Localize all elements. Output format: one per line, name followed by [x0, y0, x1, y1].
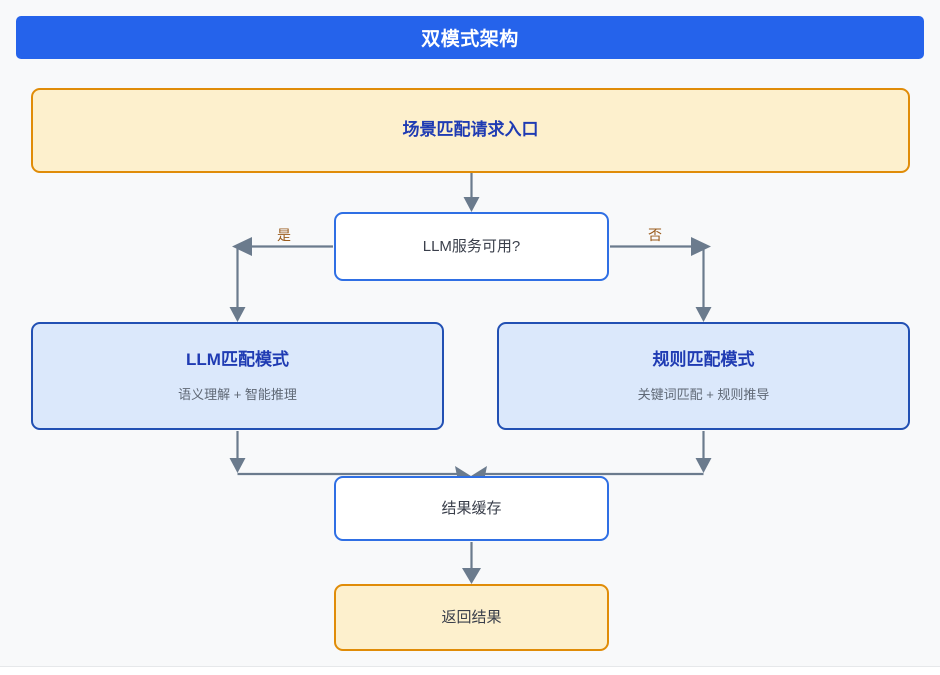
- node-rule-matching-mode[interactable]: 规则匹配模式 关键词匹配 + 规则推导: [497, 322, 910, 430]
- node-entry-point[interactable]: 场景匹配请求入口: [31, 88, 910, 173]
- node-rule-matching-mode-subtitle: 关键词匹配 + 规则推导: [637, 386, 770, 402]
- node-return-result[interactable]: 返回结果: [334, 584, 609, 651]
- diagram-title-bar: 双模式架构: [16, 16, 924, 59]
- node-llm-matching-mode-subtitle: 语义理解 + 智能推理: [178, 386, 297, 402]
- node-decision-llm-available-label: LLM服务可用?: [422, 237, 521, 255]
- node-return-result-label: 返回结果: [441, 608, 502, 626]
- edge-rule-mode-down-arrowhead: [695, 458, 712, 473]
- node-llm-matching-mode[interactable]: LLM匹配模式 语义理解 + 智能推理: [31, 322, 444, 430]
- edge-llm-mode-down-arrowhead: [229, 458, 246, 473]
- edge-yes-to-llm-mode-arrowhead: [229, 307, 246, 322]
- node-result-cache[interactable]: 结果缓存: [334, 476, 609, 541]
- edge-entry-to-decision-arrowhead: [463, 197, 480, 212]
- edge-cache-to-result-arrowhead: [462, 568, 481, 584]
- edge-no-to-rule-mode-arrowhead: [695, 307, 712, 322]
- edge-rule-mode-to-cache-arrowhead: [471, 466, 487, 476]
- edge-label-no: 否: [648, 227, 662, 243]
- diagram-title: 双模式架构: [421, 29, 519, 50]
- edge-decision-no-arrowhead: [691, 237, 711, 256]
- edge-label-yes: 是: [277, 227, 291, 243]
- node-rule-matching-mode-title: 规则匹配模式: [652, 349, 755, 369]
- edge-decision-yes-arrowhead: [232, 237, 252, 256]
- node-entry-point-label: 场景匹配请求入口: [402, 120, 539, 140]
- edge-llm-mode-to-cache-arrowhead: [455, 466, 471, 476]
- node-llm-matching-mode-title: LLM匹配模式: [186, 349, 289, 369]
- node-decision-llm-available[interactable]: LLM服务可用?: [334, 212, 609, 281]
- node-result-cache-label: 结果缓存: [441, 499, 502, 517]
- bottom-divider: [0, 666, 940, 675]
